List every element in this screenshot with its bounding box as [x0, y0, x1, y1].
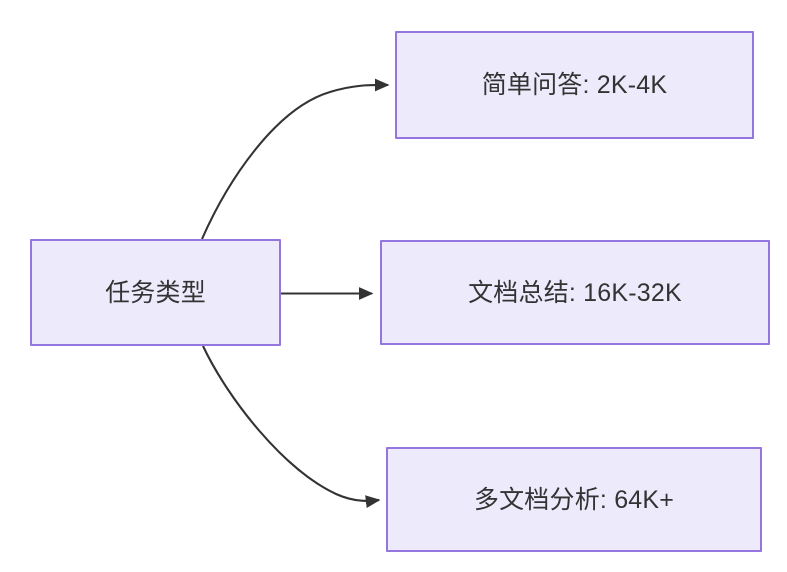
node-doc-summary[interactable]: 文档总结: 16K-32K	[380, 240, 770, 345]
edge-root-to-simple-qa	[201, 78, 390, 240]
node-doc-summary-label: 文档总结: 16K-32K	[468, 278, 682, 307]
node-simple-qa[interactable]: 简单问答: 2K-4K	[395, 31, 754, 139]
node-task-type-label: 任务类型	[105, 278, 206, 307]
node-task-type[interactable]: 任务类型	[30, 239, 281, 346]
node-multi-doc-analysis[interactable]: 多文档分析: 64K+	[386, 447, 762, 552]
edge-root-to-multi-doc	[202, 345, 381, 509]
node-multi-doc-analysis-label: 多文档分析: 64K+	[473, 485, 675, 514]
node-simple-qa-label: 简单问答: 2K-4K	[481, 71, 668, 99]
